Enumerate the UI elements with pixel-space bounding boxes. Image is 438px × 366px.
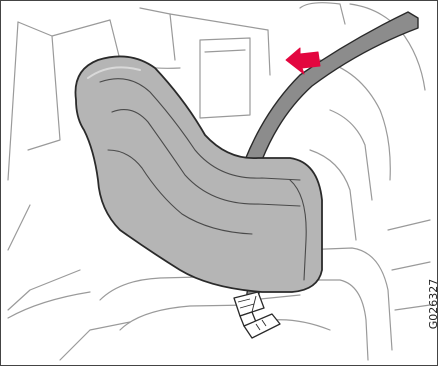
figure-frame [0,0,438,366]
illustration: G026327 [0,0,438,366]
